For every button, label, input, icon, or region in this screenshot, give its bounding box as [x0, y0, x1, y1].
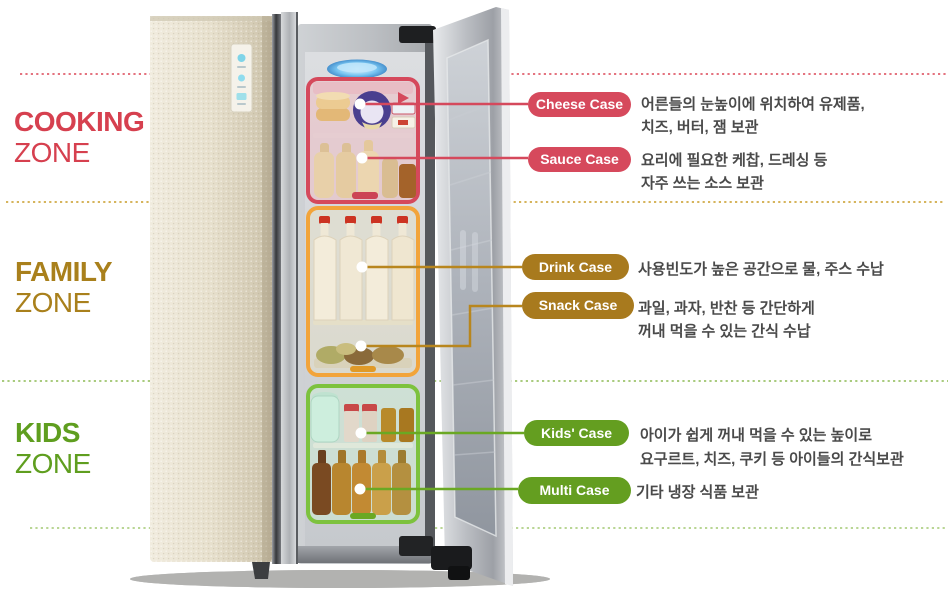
- cheese-case-pill: Cheese Case: [528, 92, 631, 117]
- drink-case-desc-line1: 사용빈도가 높은 공간으로 물, 주스 수납: [638, 261, 884, 278]
- kids-case-pill: Kids' Case: [524, 420, 629, 446]
- cheese-items-illustration: [316, 91, 416, 130]
- sauce-case-desc-line1: 요리에 필요한 케찹, 드레싱 등: [641, 152, 828, 169]
- snack-case-desc-line2: 꺼내 먹을 수 있는 간식 수납: [638, 323, 811, 340]
- zone-cooking-line2: ZONE: [14, 137, 90, 168]
- family-case-box: [306, 206, 420, 377]
- kids-case-desc-line2: 요구르트, 치즈, 쿠키 등 아이들의 간식보관: [640, 451, 904, 468]
- sauce-case-desc-line2: 자주 쓰는 소스 보관: [641, 175, 764, 192]
- kids-case-box: [306, 384, 420, 524]
- door-hinge-bottom: [399, 536, 472, 580]
- zone-kids-line1: KIDS: [15, 417, 80, 448]
- drink-bottles-illustration: [313, 216, 415, 321]
- sauce-case-pill: Sauce Case: [528, 147, 631, 172]
- zone-kids-line2: ZONE: [15, 448, 91, 479]
- multi-case-desc-line1: 기타 냉장 식품 보관: [636, 484, 759, 501]
- cheese-case-desc-line2: 치즈, 버터, 잼 보관: [641, 119, 759, 136]
- snack-anchor-dot: [355, 340, 367, 352]
- center-hinge-pillar: [281, 12, 298, 564]
- left-door-foot: [252, 562, 270, 579]
- cheese-anchor-dot: [354, 98, 366, 110]
- zone-cooking-line1: COOKING: [14, 106, 145, 137]
- snack-items-illustration: [314, 343, 412, 372]
- open-showcase-door: [399, 7, 513, 586]
- door-glass-panel: [447, 40, 496, 536]
- cheese-case-desc-line1: 어른들의 눈높이에 위치하여 유제품,: [641, 96, 865, 113]
- dispenser-panel: [230, 43, 253, 113]
- fridge-left-door: [150, 16, 272, 579]
- callout-connectors: [354, 92, 528, 495]
- kids-case-desc-line1: 아이가 쉽게 꺼내 먹을 수 있는 높이로: [640, 427, 873, 444]
- zone-family-line2: ZONE: [15, 287, 91, 318]
- snack-case-pill: Snack Case: [522, 292, 634, 319]
- drink-case-pill: Drink Case: [522, 254, 629, 280]
- sauce-anchor-dot: [356, 152, 368, 164]
- sauce-items-illustration: [314, 140, 416, 199]
- center-hinge-gap: [272, 14, 281, 564]
- multi-anchor-dot: [354, 483, 366, 495]
- cooking-case-box: [306, 77, 420, 204]
- kids-anchor-dot: [355, 427, 367, 439]
- cheese-arrow-marker: [398, 92, 409, 104]
- multi-bottles-illustration: [312, 450, 411, 519]
- multi-case-pill: Multi Case: [518, 477, 631, 504]
- zone-label-cooking: COOKING ZONE: [14, 106, 145, 168]
- zone-family-line1: FAMILY: [15, 256, 113, 287]
- interior-base: [298, 546, 432, 563]
- door-hinge-top: [399, 26, 436, 43]
- snack-connector-line: [361, 304, 522, 348]
- zone-label-kids: KIDS ZONE: [15, 417, 91, 479]
- drink-anchor-dot: [356, 261, 368, 273]
- snack-case-desc-line1: 과일, 과자, 반찬 등 간단하게: [638, 300, 815, 317]
- zone-label-family: FAMILY ZONE: [15, 256, 113, 318]
